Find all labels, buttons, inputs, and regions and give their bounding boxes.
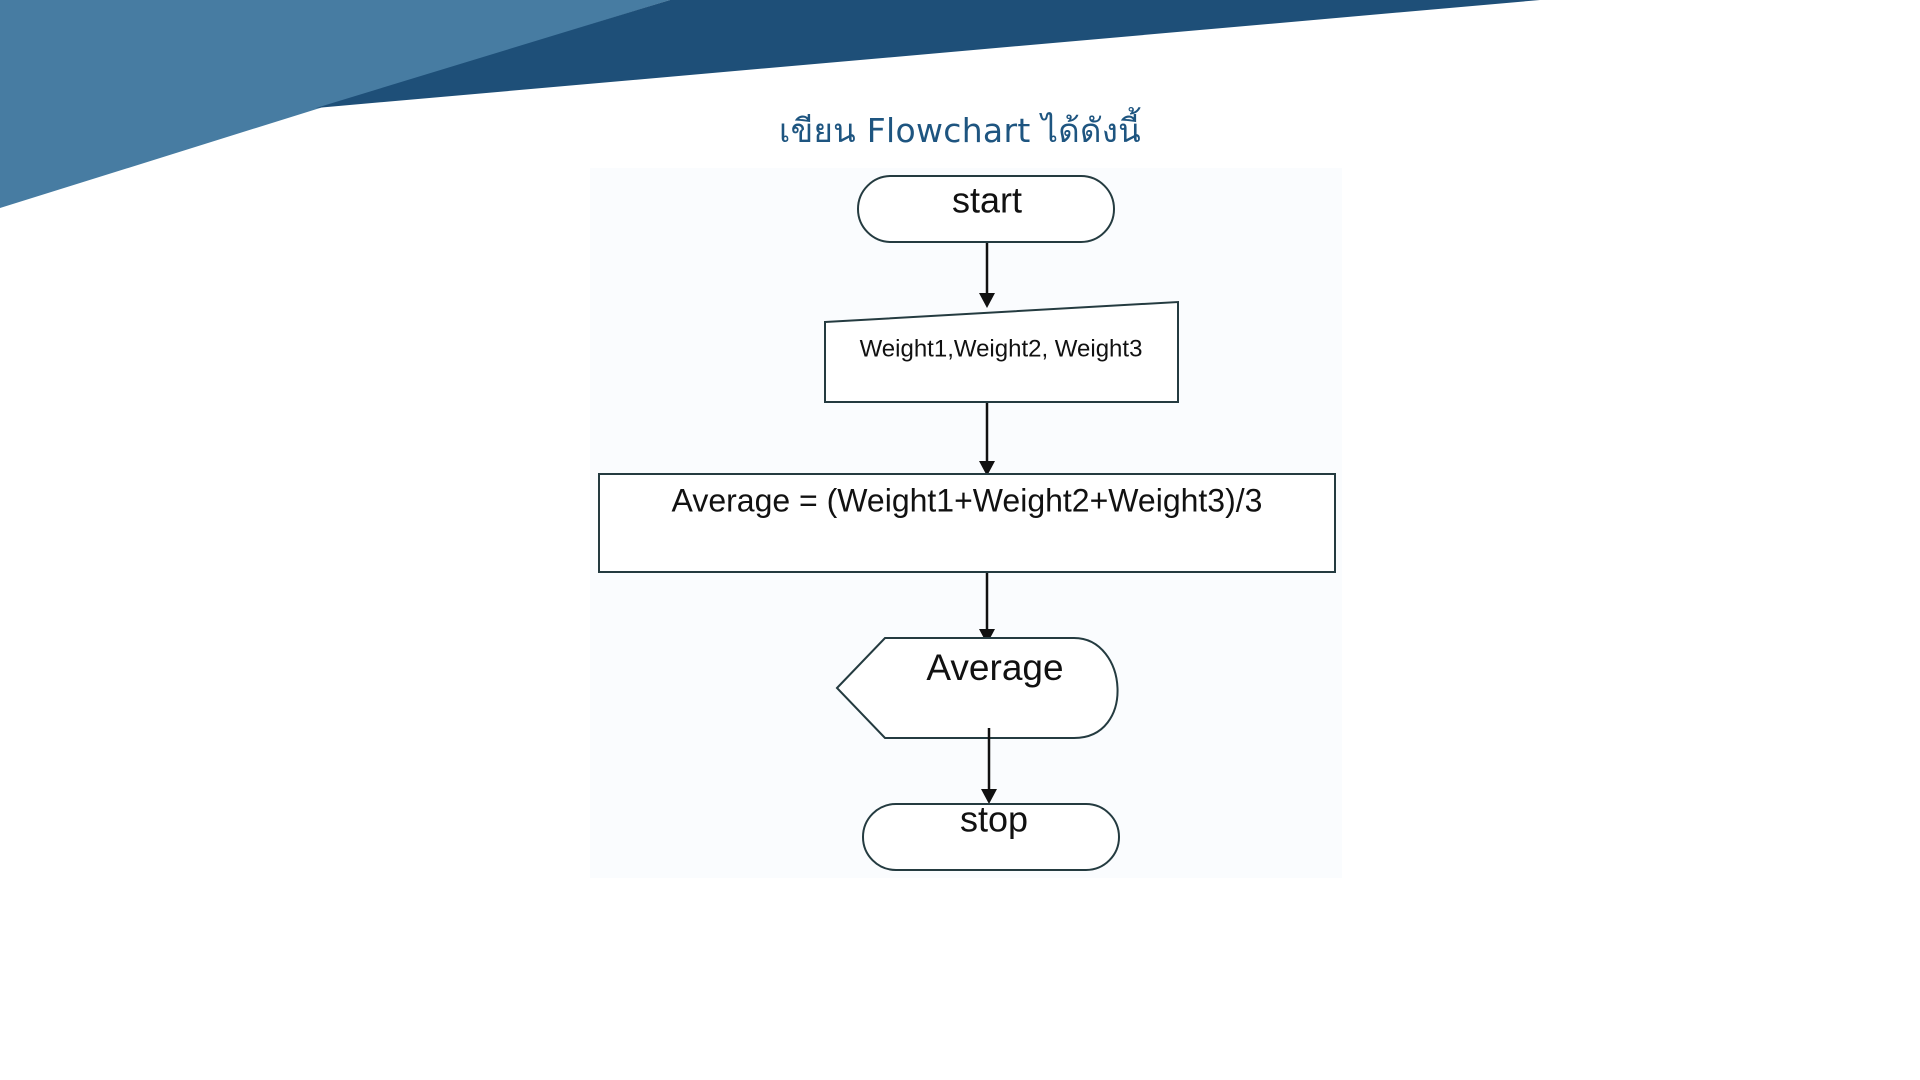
node-stop: stop <box>862 799 1120 871</box>
arrowhead-icon <box>979 629 995 644</box>
node-process: Average = (Weight1+Weight2+Weight3)/3 <box>598 473 1336 573</box>
arrowhead-icon <box>979 461 995 476</box>
banner-light-band <box>0 0 670 208</box>
stop-terminator-shape <box>862 803 1120 871</box>
display-label: Average <box>926 647 1063 688</box>
start-terminator-shape <box>857 175 1115 243</box>
start-label: start <box>952 180 1022 221</box>
node-input: Weight1,Weight2, Weight3 <box>824 300 1179 403</box>
input-manual-input-shape <box>824 300 1179 403</box>
flowchart-connectors-lower <box>981 728 997 804</box>
banner-dark-band <box>316 0 1540 108</box>
arrowhead-icon <box>979 293 995 308</box>
slide-title: เขียน Flowchart ได้ดังนี้ <box>779 111 1141 150</box>
process-rectangle-shape <box>598 473 1336 573</box>
arrowhead-icon <box>981 789 997 804</box>
header-banner-decoration <box>0 0 1540 208</box>
display-shape <box>835 637 1119 739</box>
process-label: Average = (Weight1+Weight2+Weight3)/3 <box>672 482 1263 518</box>
node-start: start <box>857 175 1115 243</box>
node-display: Average <box>835 637 1119 739</box>
stop-label: stop <box>960 799 1028 840</box>
input-label: Weight1,Weight2, Weight3 <box>860 335 1143 362</box>
flowchart-connectors <box>979 242 995 644</box>
